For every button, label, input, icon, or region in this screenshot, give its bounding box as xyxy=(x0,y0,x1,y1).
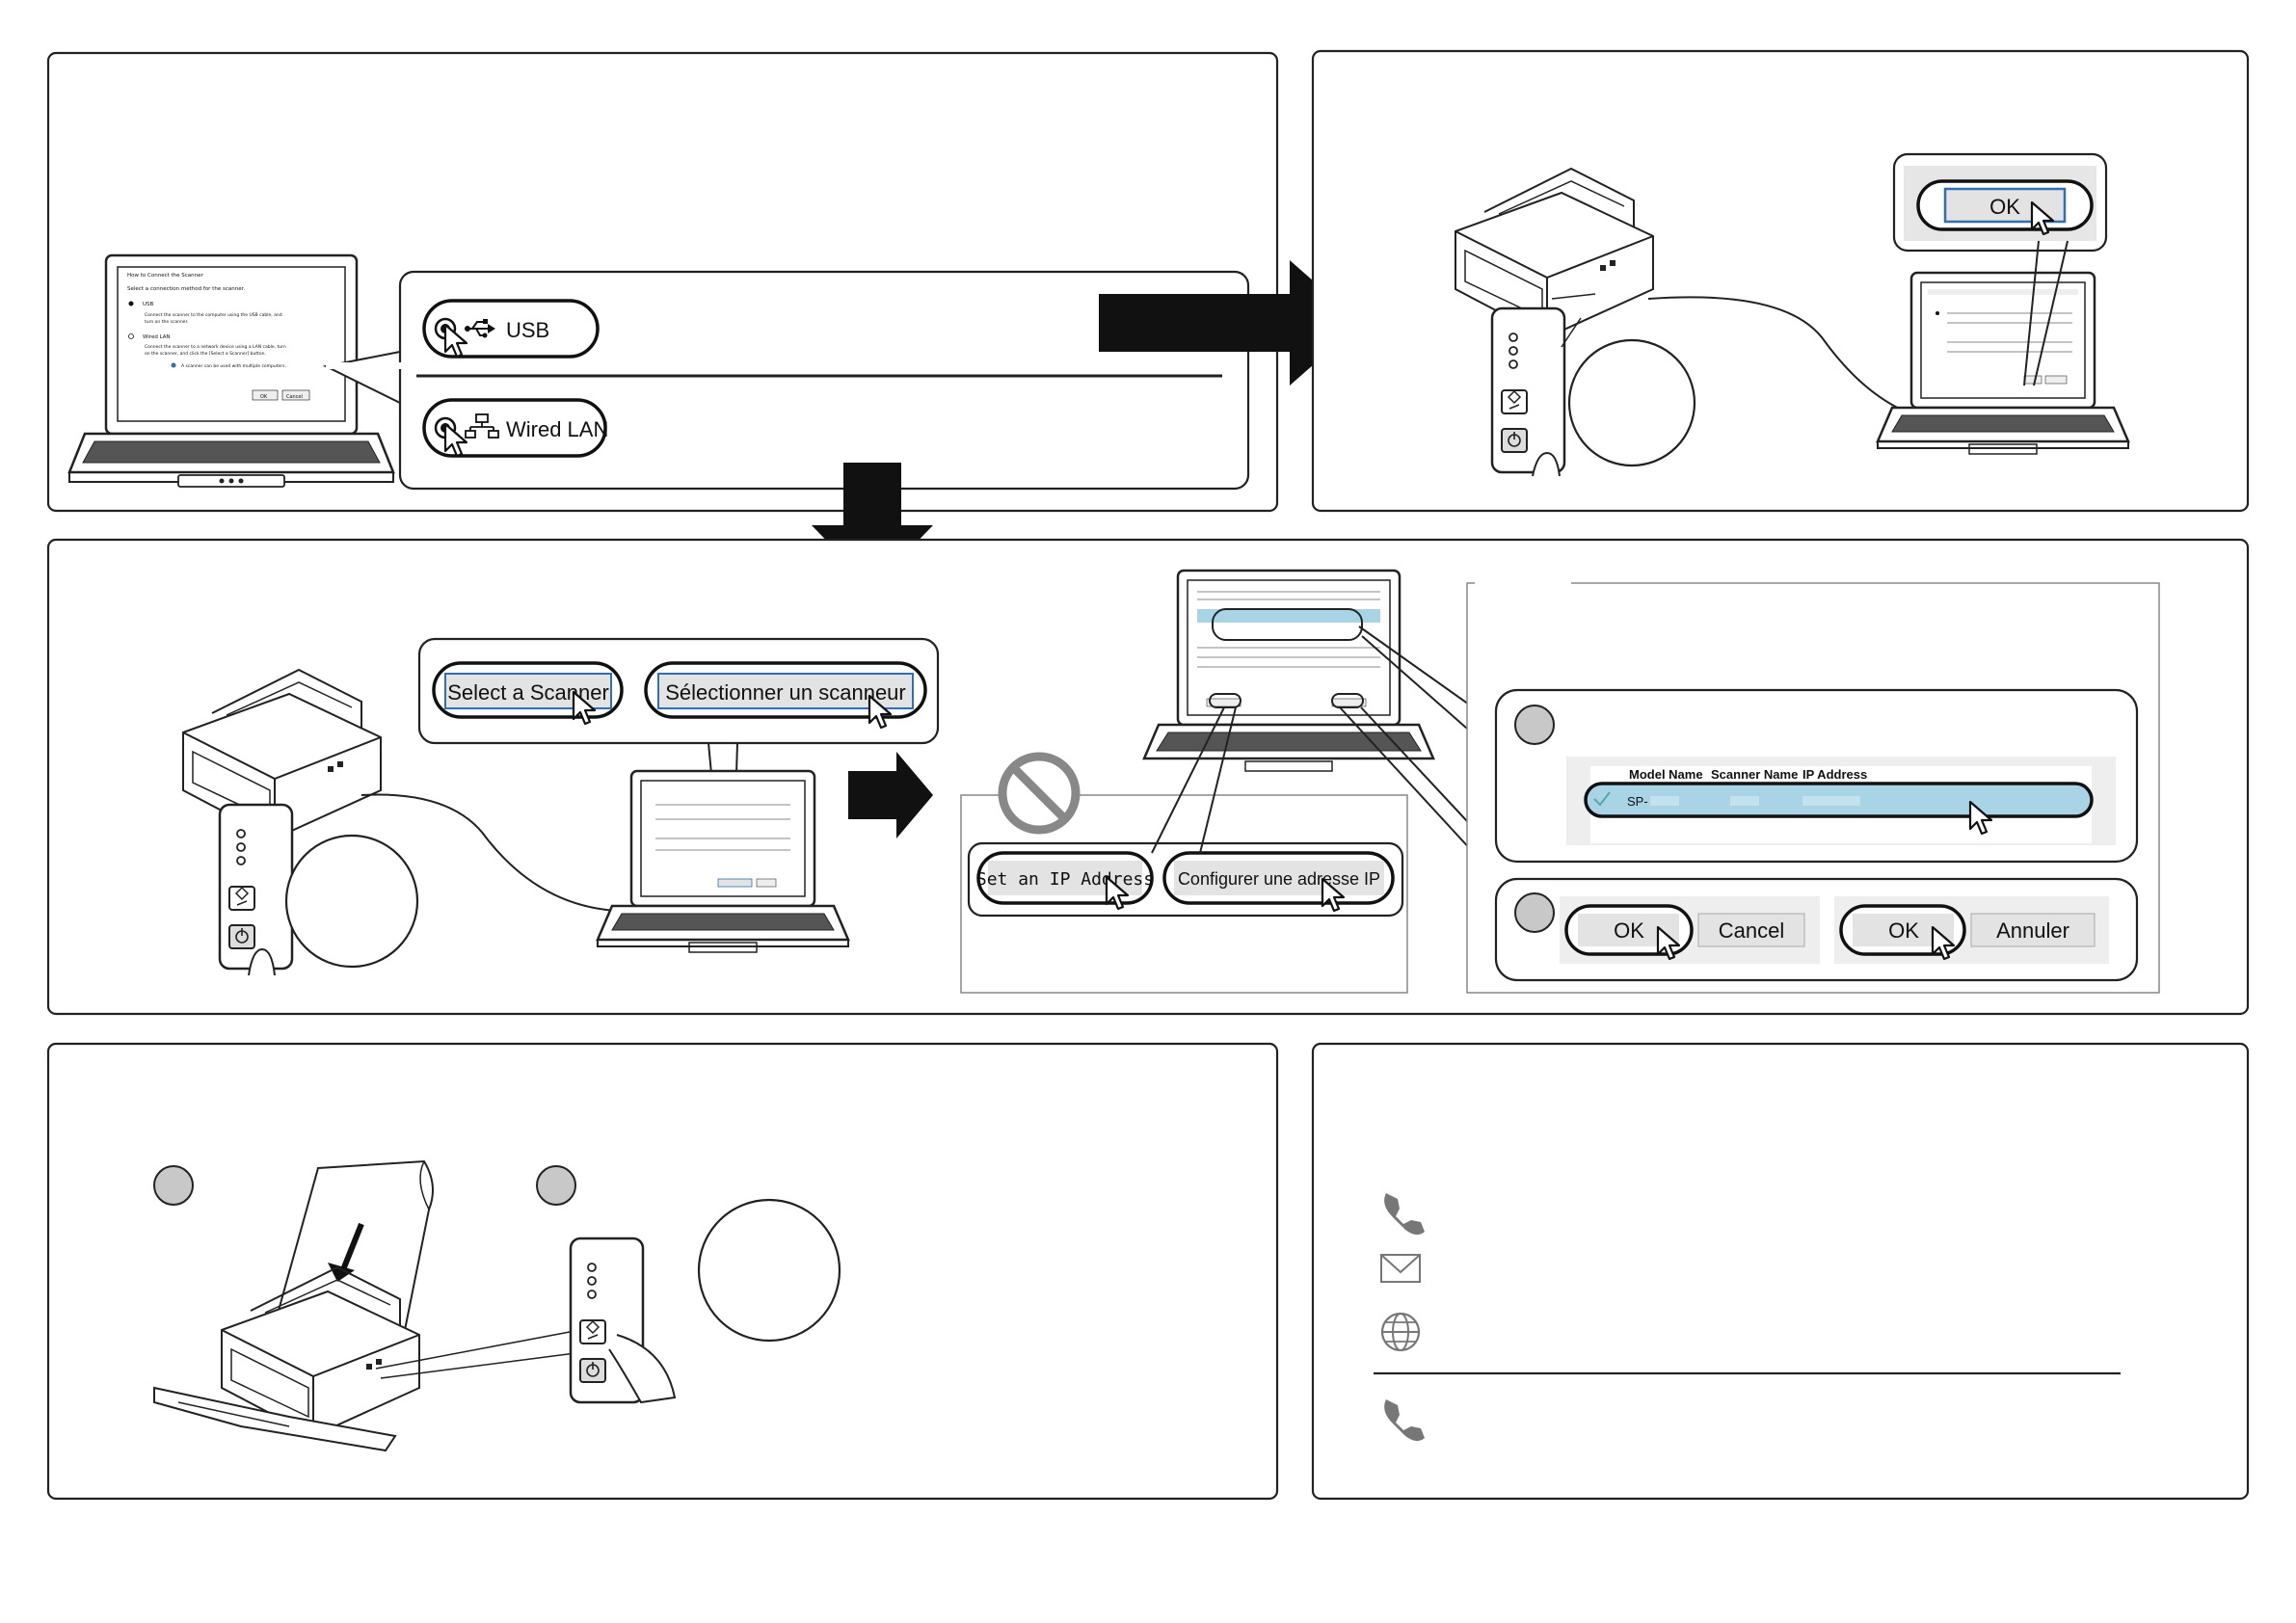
phone-icon xyxy=(1384,1399,1425,1442)
laptop-scanner-selection xyxy=(1142,569,1435,772)
ok-button-en[interactable]: OK xyxy=(1564,904,1694,961)
dialog-lan-label: Wired LAN xyxy=(143,334,171,340)
select-scanner-button-fr[interactable]: Sélectionner un scanneur xyxy=(644,661,927,730)
ok-en-label: OK xyxy=(1614,918,1644,943)
dialog-note: A scanner can be used with multiple comp… xyxy=(181,363,286,369)
cancel-en-label: Cancel xyxy=(1719,918,1784,943)
laptop-connection-dialog: How to Connect the Scanner Select a conn… xyxy=(67,253,395,488)
dialog-ok-label: OK xyxy=(260,394,268,400)
scanner-control-panel xyxy=(1490,306,1566,474)
usb-option-label: USB xyxy=(506,318,549,342)
set-ip-fr-label: Configurer une adresse IP xyxy=(1178,869,1380,889)
arrow-down-icon xyxy=(328,1263,355,1282)
set-ip-button-fr[interactable]: Configurer une adresse IP xyxy=(1162,851,1395,913)
arrow-right-icon xyxy=(848,752,933,838)
ok-button-label: OK xyxy=(1989,195,2020,219)
dialog-usb-label: USB xyxy=(143,302,154,307)
step-circle-a xyxy=(1514,705,1555,745)
dialog-lan-desc2: on the scanner, and click the [Select a … xyxy=(145,351,266,357)
dialog-usb-desc1: Connect the scanner to the computer usin… xyxy=(145,312,282,318)
step-circle-b xyxy=(1514,892,1555,933)
contact-panel xyxy=(1311,1042,2250,1501)
globe-icon xyxy=(1380,1312,1421,1352)
col-header-scanner-name: Scanner Name xyxy=(1711,767,1798,782)
ok-button-fr[interactable]: OK xyxy=(1839,904,1966,961)
row-model-name: SP- xyxy=(1627,794,1648,809)
dialog-cancel-label: Cancel xyxy=(286,394,303,400)
select-scanner-button-en[interactable]: Select a Scanner xyxy=(432,661,624,726)
wired-lan-option-button[interactable]: Wired LAN xyxy=(422,398,608,458)
scanner-control-panel xyxy=(218,803,294,971)
ok-fr-label: OK xyxy=(1888,918,1919,943)
check-icon xyxy=(1593,791,1611,807)
dialog-lan-desc1: Connect the scanner to a network device … xyxy=(145,344,286,350)
dialog-heading: Select a connection method for the scann… xyxy=(127,286,245,292)
phone-icon xyxy=(1384,1193,1425,1236)
wired-lan-option-label: Wired LAN xyxy=(506,417,608,441)
lan-radio[interactable] xyxy=(128,333,134,339)
usb-option-button[interactable]: USB xyxy=(422,299,600,359)
cancel-fr-label: Annuler xyxy=(1996,918,2069,943)
laptop-illustration xyxy=(596,769,850,954)
cancel-button-fr[interactable] xyxy=(1970,913,2096,947)
step3-panel: Select a Scanner Sélectionner un scanneu… xyxy=(46,538,2250,1016)
select-scanner-fr-label: Sélectionner un scanneur xyxy=(665,680,906,705)
step-circle-1 xyxy=(153,1165,194,1206)
dialog-cancel-button[interactable] xyxy=(281,389,310,401)
dialog-usb-desc2: turn on the scanner. xyxy=(145,319,188,325)
dialog-title: How to Connect the Scanner xyxy=(127,273,204,279)
usb-radio[interactable] xyxy=(128,301,134,306)
zoom-circle xyxy=(284,834,419,969)
zoom-circle xyxy=(1567,338,1696,467)
col-header-model-name: Model Name xyxy=(1629,767,1703,782)
ok-button[interactable]: OK xyxy=(1916,179,2094,236)
zoom-circle xyxy=(697,1198,841,1343)
cancel-button-en[interactable] xyxy=(1697,913,1805,947)
col-header-ip-address: IP Address xyxy=(1802,767,1867,782)
scanner-table-row[interactable]: SP- xyxy=(1584,782,2094,836)
info-icon xyxy=(171,362,176,368)
step1-panel: How to Connect the Scanner Select a conn… xyxy=(46,51,1361,588)
arrow-right-icon xyxy=(1099,260,1361,386)
step2-panel: OK xyxy=(1311,49,2250,513)
step-circle-2 xyxy=(536,1165,576,1206)
dialog-ok-button[interactable] xyxy=(252,389,279,401)
set-ip-en-label: Set an IP Address xyxy=(976,869,1154,890)
step4-panel xyxy=(46,1042,1279,1501)
set-ip-button-en[interactable]: Set an IP Address xyxy=(976,851,1154,911)
